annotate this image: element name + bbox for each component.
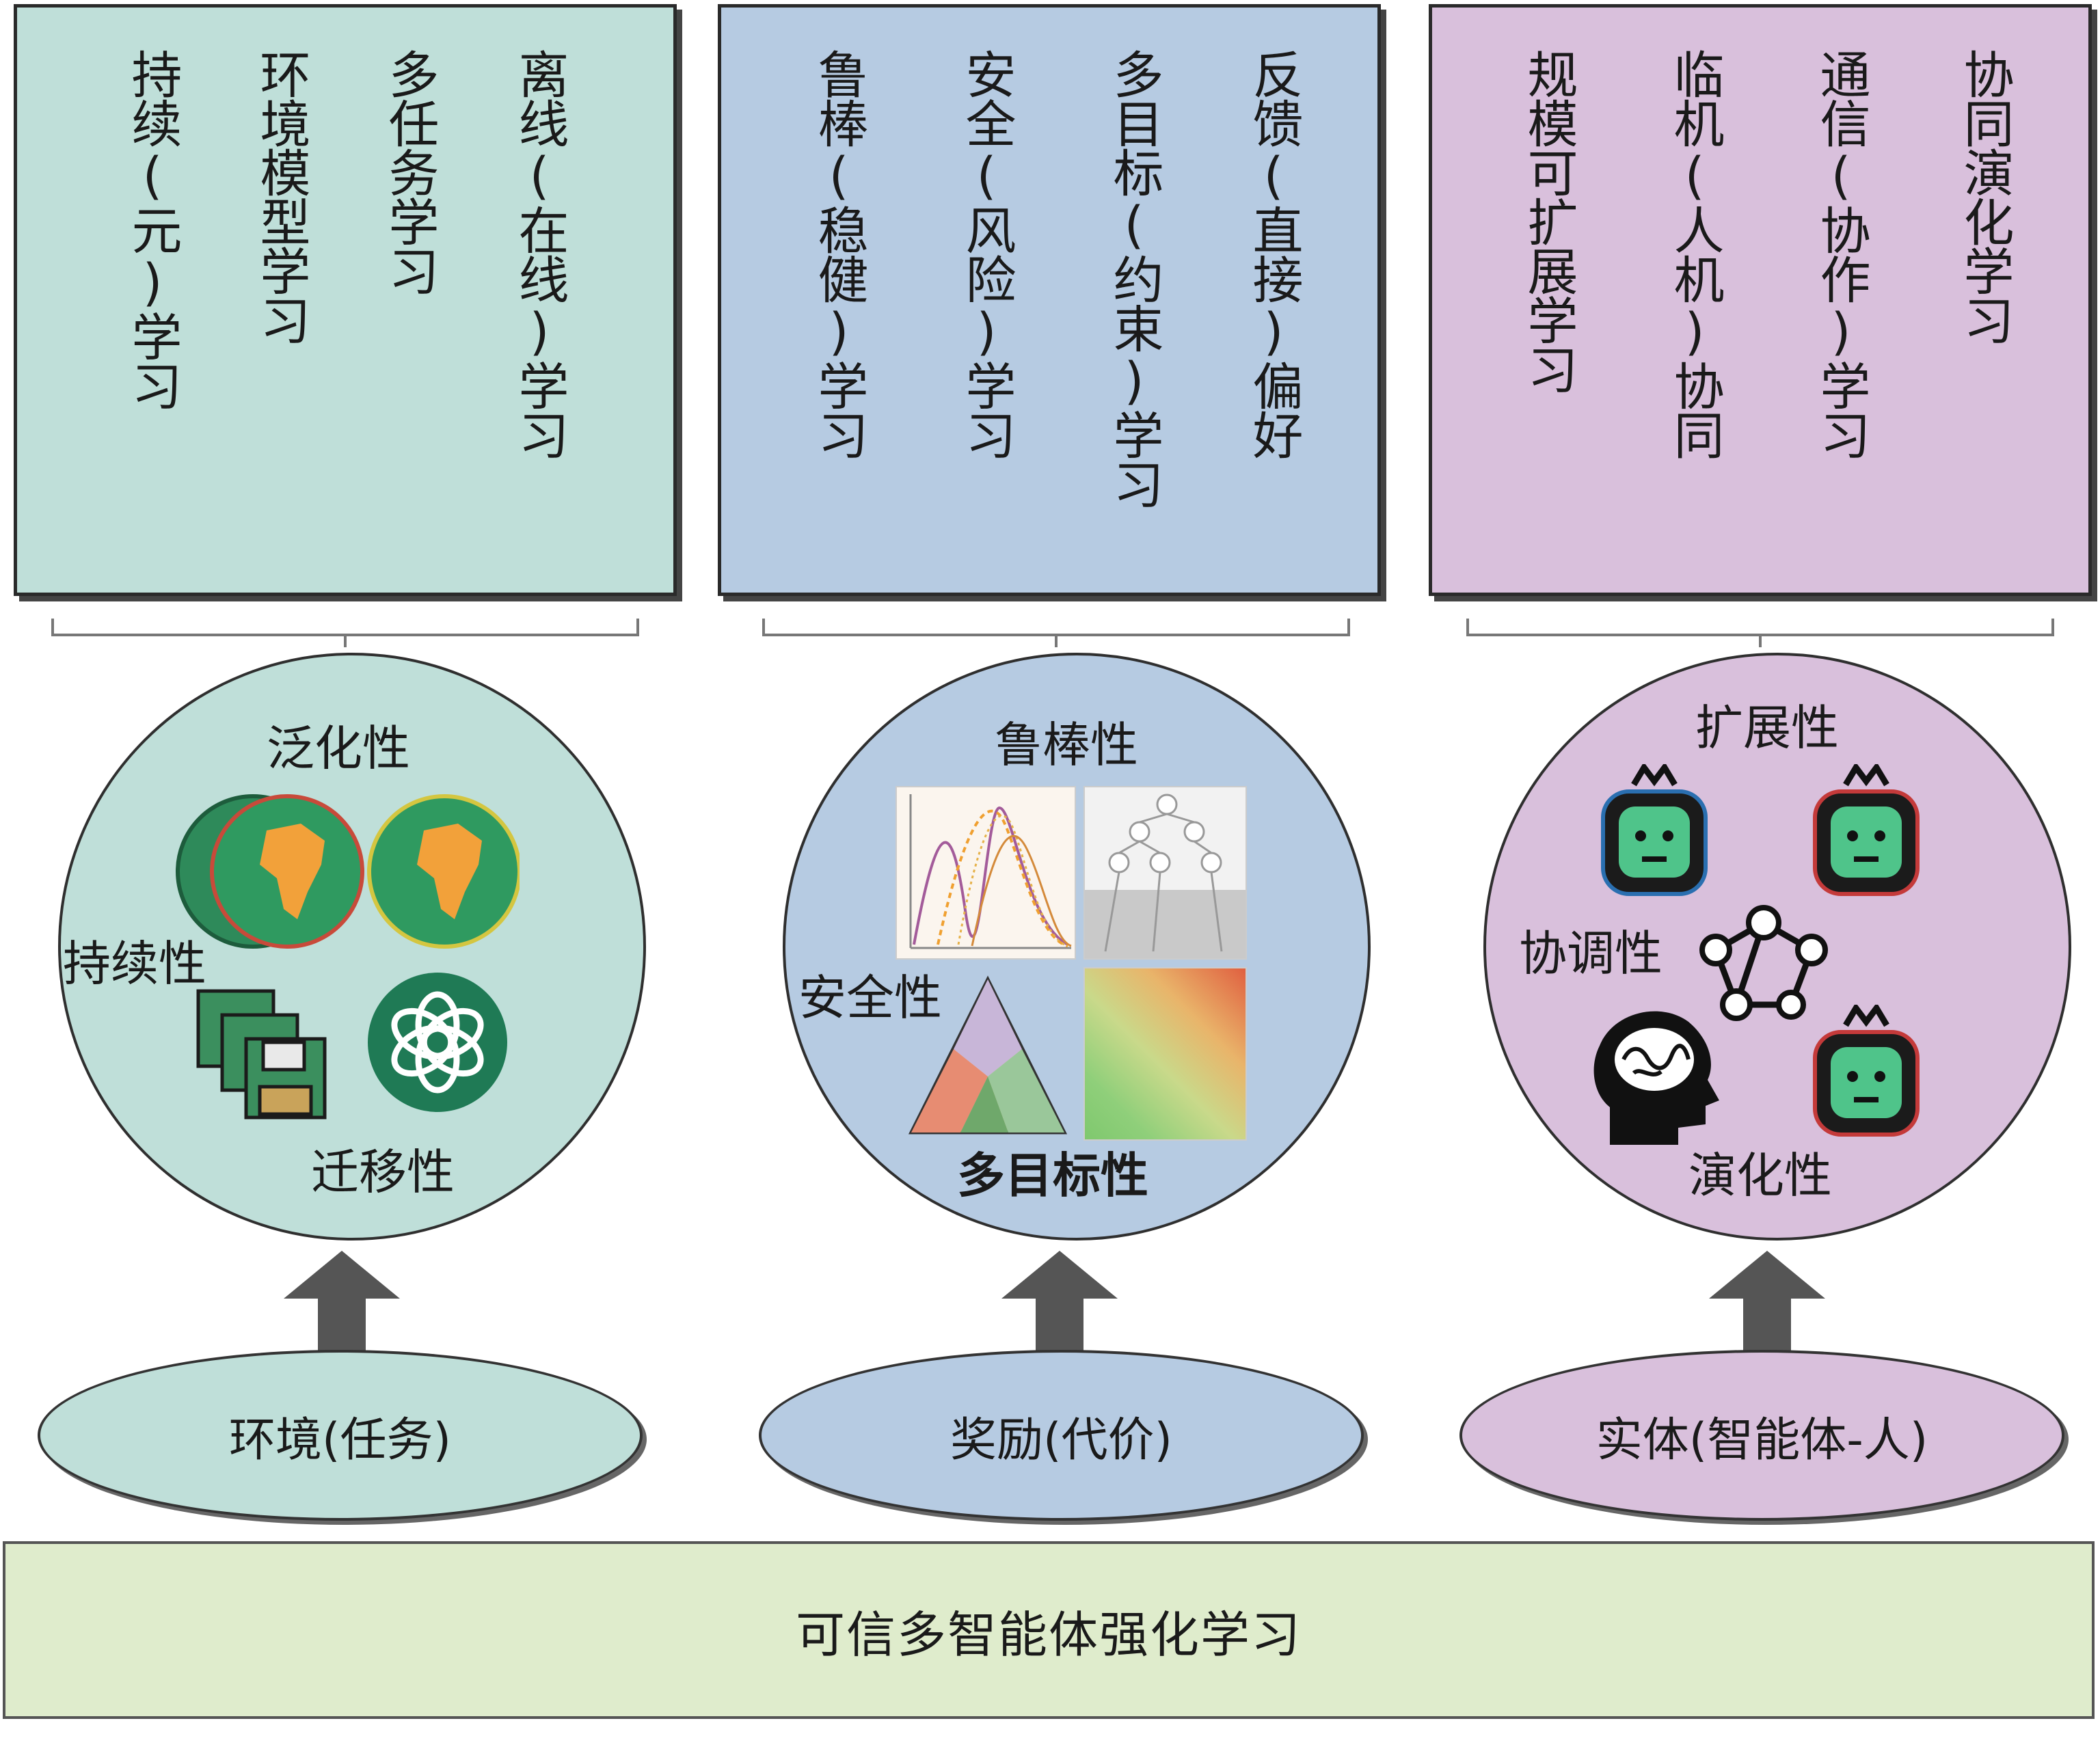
base-ellipse-entity: 实体(智能体-人)	[1459, 1350, 2064, 1521]
circle-label-top: 泛化性	[267, 720, 410, 776]
column-text: 多任务学习	[380, 49, 439, 295]
panel-entity-box: 协同演化学习 通信(协作)学习 临机(人机)协同 规模可扩展学习	[1429, 4, 2092, 596]
panel-reward-box: 反馈(直接)偏好 多目标(约束)学习 安全(风险)学习 鲁棒(稳健)学习	[718, 4, 1381, 596]
base-ellipse-environment: 环境(任务)	[38, 1350, 643, 1521]
openai-logo-icon	[368, 973, 507, 1112]
column-text: 通信(协作)学习	[1812, 49, 1870, 459]
brace-connector	[51, 619, 639, 647]
column-text: 离线(在线)学习	[510, 49, 569, 459]
column-text: 协同演化学习	[1955, 49, 2014, 344]
earth-globe-icon	[176, 794, 520, 949]
base-label: 实体(智能体-人)	[1596, 1413, 1928, 1467]
circle-label-left: 协调性	[1519, 925, 1662, 981]
robot-agent-icon	[1601, 764, 1708, 896]
circle-label-left: 持续性	[63, 936, 206, 992]
column-text: 鲁棒(稳健)学习	[809, 49, 868, 459]
network-graph-icon	[1699, 905, 1828, 1021]
circle-label-bottom: 迁移性	[311, 1144, 455, 1200]
brace-connector	[1466, 619, 2054, 647]
panel-environment-box: 离线(在线)学习 多任务学习 环境模型学习 持续(元)学习	[14, 4, 677, 596]
up-arrow-icon	[284, 1251, 400, 1353]
circle-label-bottom: 演化性	[1688, 1148, 1832, 1204]
base-label: 奖励(代价)	[950, 1413, 1173, 1467]
generalization-circle	[58, 653, 646, 1240]
brace-connector	[762, 619, 1350, 647]
foundation-bar: 可信多智能体强化学习	[3, 1541, 2095, 1719]
column-text: 安全(风险)学习	[957, 49, 1016, 459]
scalability-circle	[1483, 653, 2071, 1240]
foundation-title: 可信多智能体强化学习	[795, 1605, 1302, 1664]
column-text: 反馈(直接)偏好	[1244, 49, 1303, 459]
base-ellipse-reward: 奖励(代价)	[759, 1350, 1364, 1521]
ternary-plot-icon	[908, 975, 1068, 1135]
robot-agent-icon	[1813, 764, 1920, 896]
column-text: 规模可扩展学习	[1519, 49, 1578, 393]
column-text: 临机(人机)协同	[1665, 49, 1724, 459]
column-text: 环境模型学习	[252, 49, 310, 344]
robot-agent-icon	[1813, 1005, 1920, 1137]
column-text: 持续(元)学习	[123, 49, 182, 409]
human-brain-icon	[1593, 1011, 1719, 1145]
circle-label-bottom: 多目标性	[957, 1148, 1148, 1204]
base-label: 环境(任务)	[228, 1413, 452, 1467]
floppy-disk-icon	[196, 989, 327, 1120]
up-arrow-icon	[1001, 1251, 1118, 1353]
circle-label-left: 安全性	[798, 970, 942, 1026]
robustness-circle	[783, 653, 1371, 1240]
distribution-plot-icon	[896, 786, 1076, 960]
tree-diagram-icon	[1083, 786, 1247, 960]
heatmap-icon	[1083, 967, 1247, 1141]
column-text: 多目标(约束)学习	[1105, 49, 1163, 508]
circle-label-top: 鲁棒性	[995, 717, 1138, 773]
circle-label-top: 扩展性	[1695, 700, 1839, 756]
up-arrow-icon	[1709, 1251, 1825, 1353]
